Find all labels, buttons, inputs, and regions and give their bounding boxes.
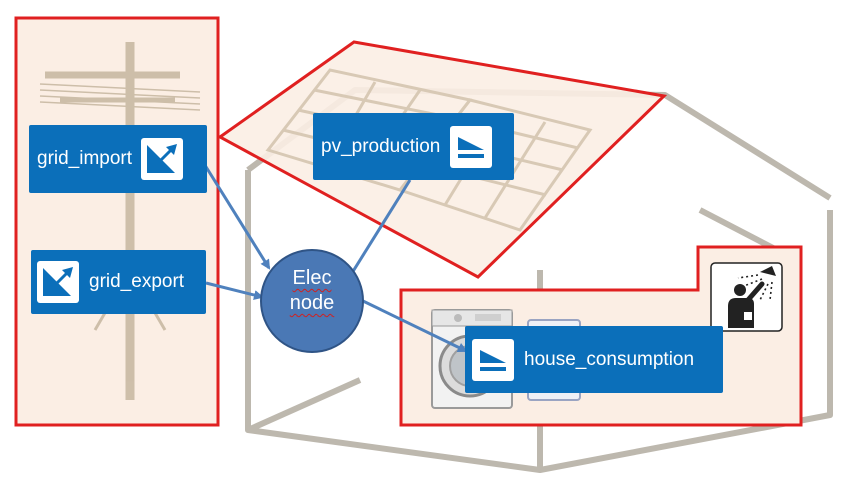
grid-zone — [14, 16, 220, 427]
bidirectional-meter-icon — [141, 138, 184, 180]
elec-node[interactable] — [260, 249, 364, 353]
pv-production-block[interactable]: pv_production — [313, 113, 514, 180]
house-consumption-block[interactable]: house_consumption — [465, 326, 723, 393]
arrow-grid-export-to-node — [205, 281, 264, 300]
connector-arrows — [201, 161, 468, 353]
shower-icon — [710, 262, 783, 332]
house-consumption-label: house_consumption — [524, 348, 695, 370]
pv-production-label: pv_production — [321, 135, 441, 157]
unidirectional-meter-icon — [450, 125, 493, 168]
utility-pole-icon — [39, 42, 201, 400]
elec-node-label-line2: node — [289, 292, 335, 314]
arrow-grid-import-to-node — [201, 161, 271, 270]
grid-export-label: grid_export — [89, 271, 185, 292]
unidirectional-meter-icon — [472, 338, 514, 381]
arrow-pv-to-node — [345, 179, 412, 283]
arrow-node-to-house — [362, 299, 468, 353]
elec-node-label-line1: Elec — [292, 267, 332, 289]
grid-import-label: grid_import — [37, 148, 133, 169]
elec-node-label: Elec node — [262, 266, 362, 316]
grid-export-block[interactable]: grid_export — [31, 250, 206, 314]
bidirectional-meter-icon — [37, 261, 79, 303]
grid-import-block[interactable]: grid_import — [29, 125, 207, 193]
